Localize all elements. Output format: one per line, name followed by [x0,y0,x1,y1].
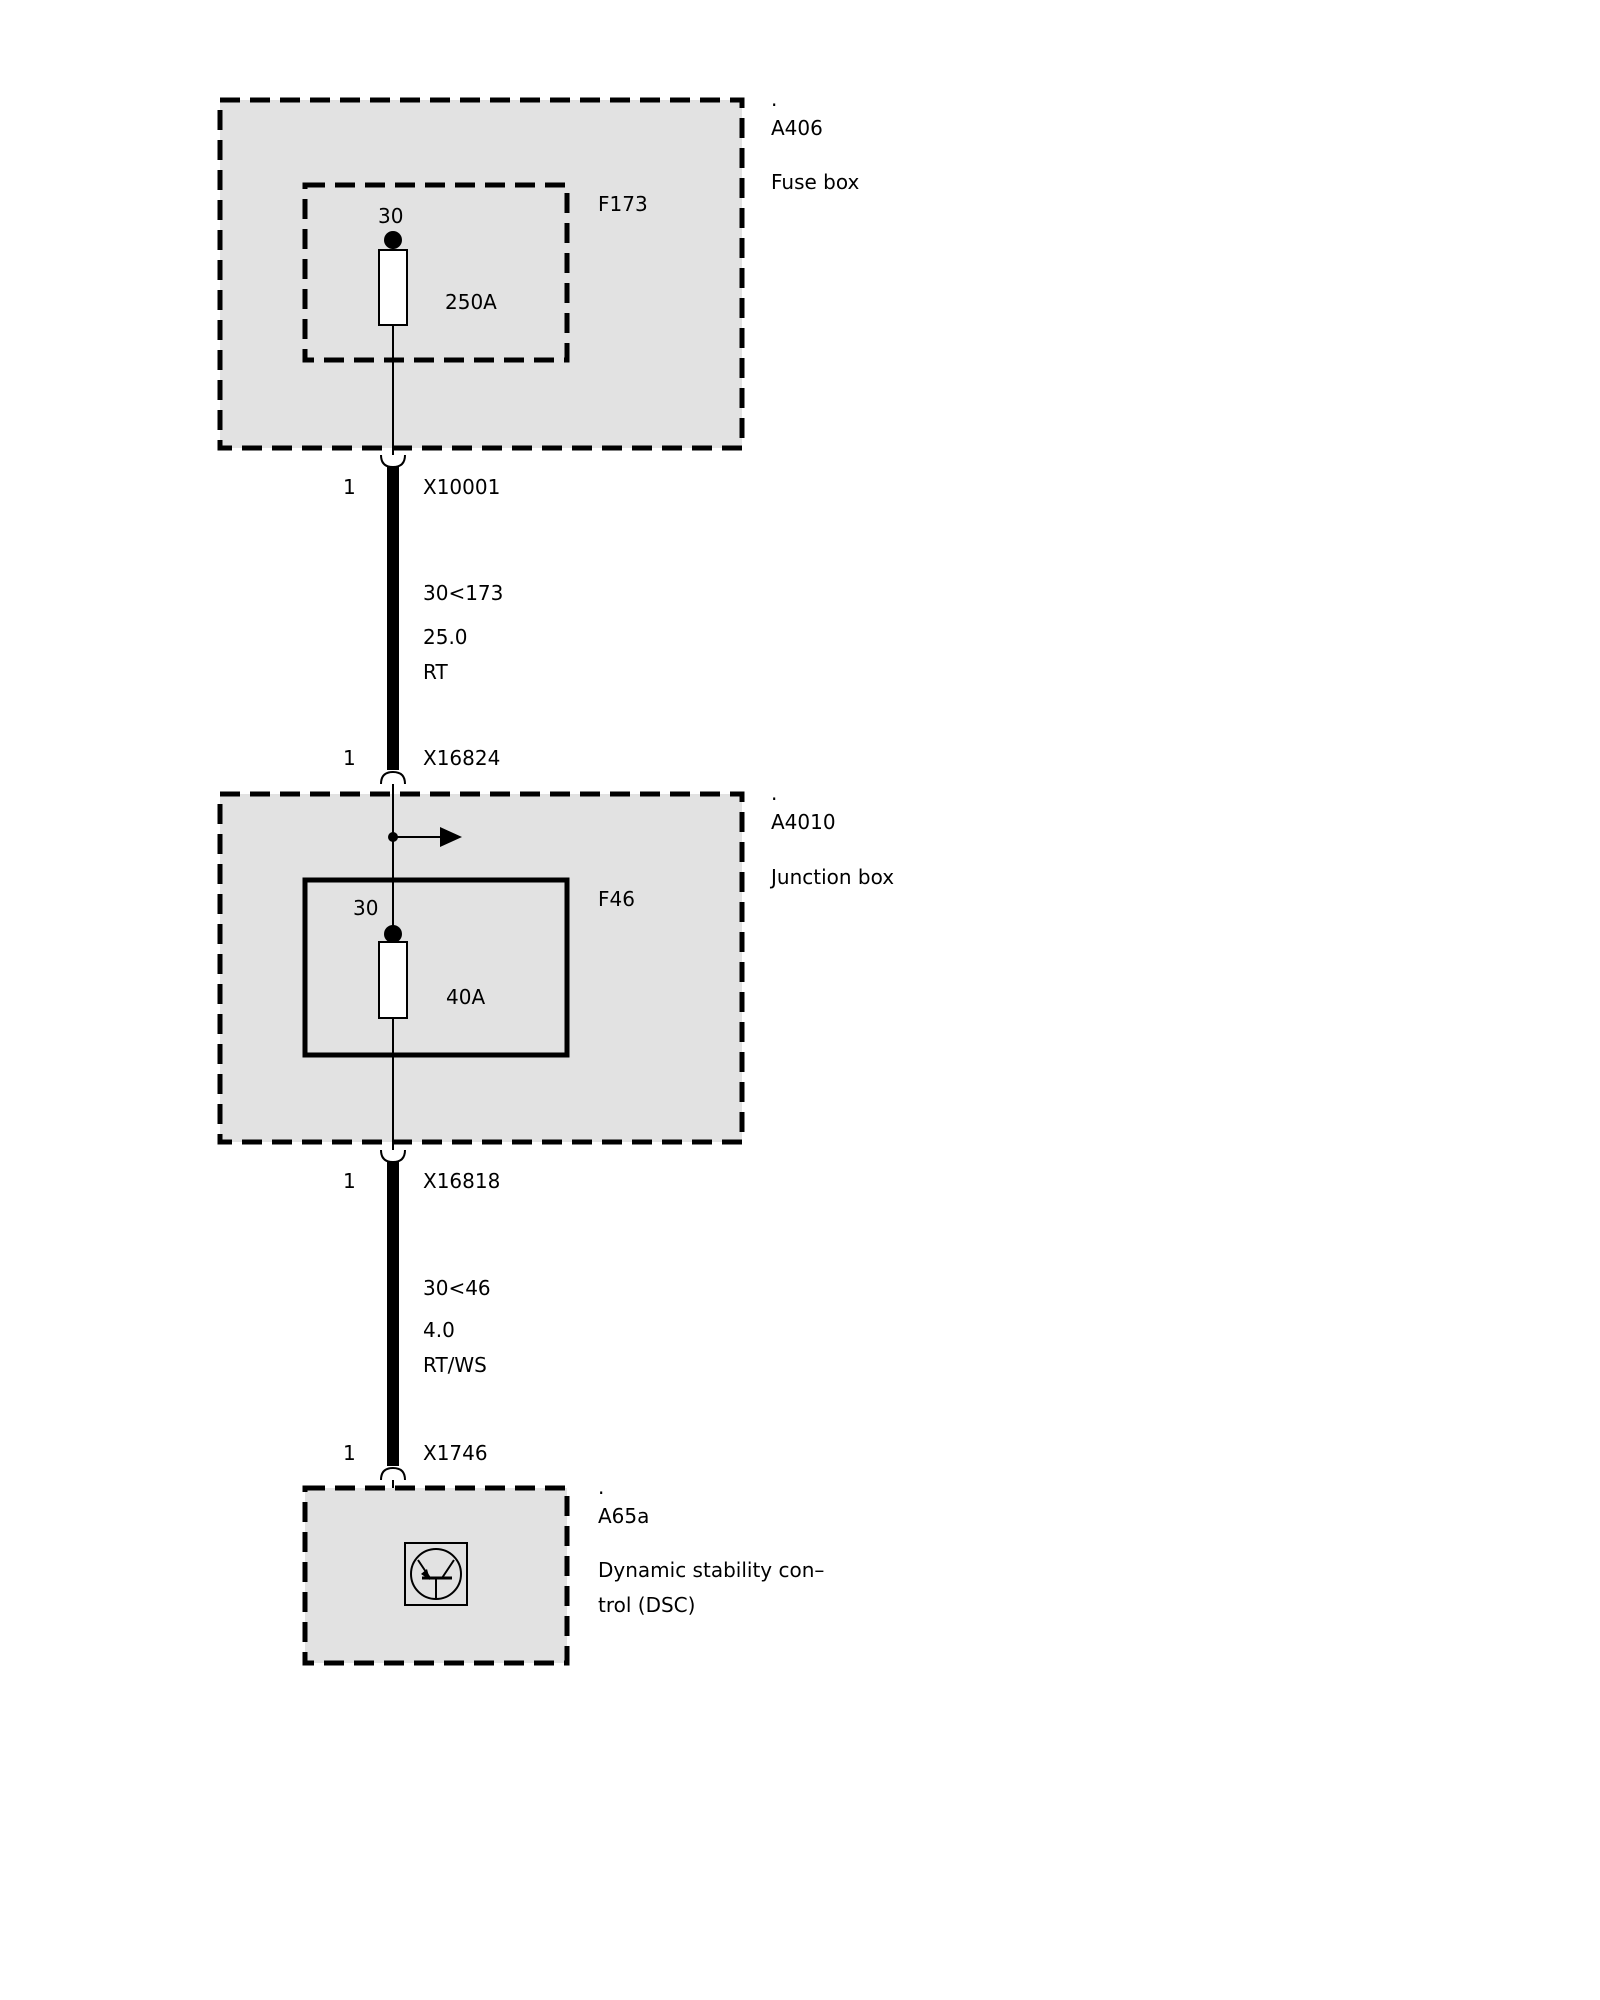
connector-x16824-pin: 1 [343,746,356,770]
fuse-box-id: A406 [771,116,823,140]
connector-x1746-id: X1746 [423,1441,488,1465]
fuse-f173-terminal: 30 [378,204,403,228]
fuse-f46 [378,925,408,1150]
connector-x10001-symbol [380,454,406,469]
fuse-f173 [378,231,408,455]
fuse-f46-terminal: 30 [353,896,378,920]
fuse-f46-id: F46 [598,887,635,911]
connector-x1746-pin: 1 [343,1441,356,1465]
wire1-signal: 30<173 [423,581,503,605]
wire1-color: RT [423,660,448,684]
wire2-color: RT/WS [423,1353,487,1377]
connector-x10001-pin: 1 [343,475,356,499]
transistor-icon [404,1542,468,1606]
fuse-f173-element [378,249,408,326]
connector-x10001-id: X10001 [423,475,500,499]
wire1-cross-section: 25.0 [423,625,468,649]
junction-box-name: Junction box [769,865,894,889]
dsc-name-line1: Dynamic stability con– [598,1558,824,1582]
junction-box-id: A4010 [771,810,836,834]
fuse-box-dot: . [771,87,777,111]
fuse-box-a406 [217,97,745,451]
fuse-f46-rating: 40A [446,985,485,1009]
connector-x16818-pin: 1 [343,1169,356,1193]
connector-x16824-symbol [380,770,406,785]
dsc-module-a65a [302,1485,570,1666]
connector-x16818-symbol [380,1149,406,1164]
connector-x1746-symbol [380,1466,406,1481]
junction-box-dot: . [771,781,777,805]
fuse-f173-id: F173 [598,192,648,216]
fuse-box-name: Fuse box [771,170,859,194]
connector-x16818-id: X16818 [423,1169,500,1193]
branch-arrow-icon [388,827,462,847]
fuse-f173-rating: 250A [445,290,497,314]
connector-x16824-id: X16824 [423,746,500,770]
dsc-dot: . [598,1475,604,1499]
junction-box-a4010 [217,791,745,1145]
dsc-name-line2: trol (DSC) [598,1593,695,1617]
wire2-signal: 30<46 [423,1276,491,1300]
fuse-f46-element [378,941,408,1019]
wire2-cross-section: 4.0 [423,1318,455,1342]
dsc-id: A65a [598,1504,649,1528]
